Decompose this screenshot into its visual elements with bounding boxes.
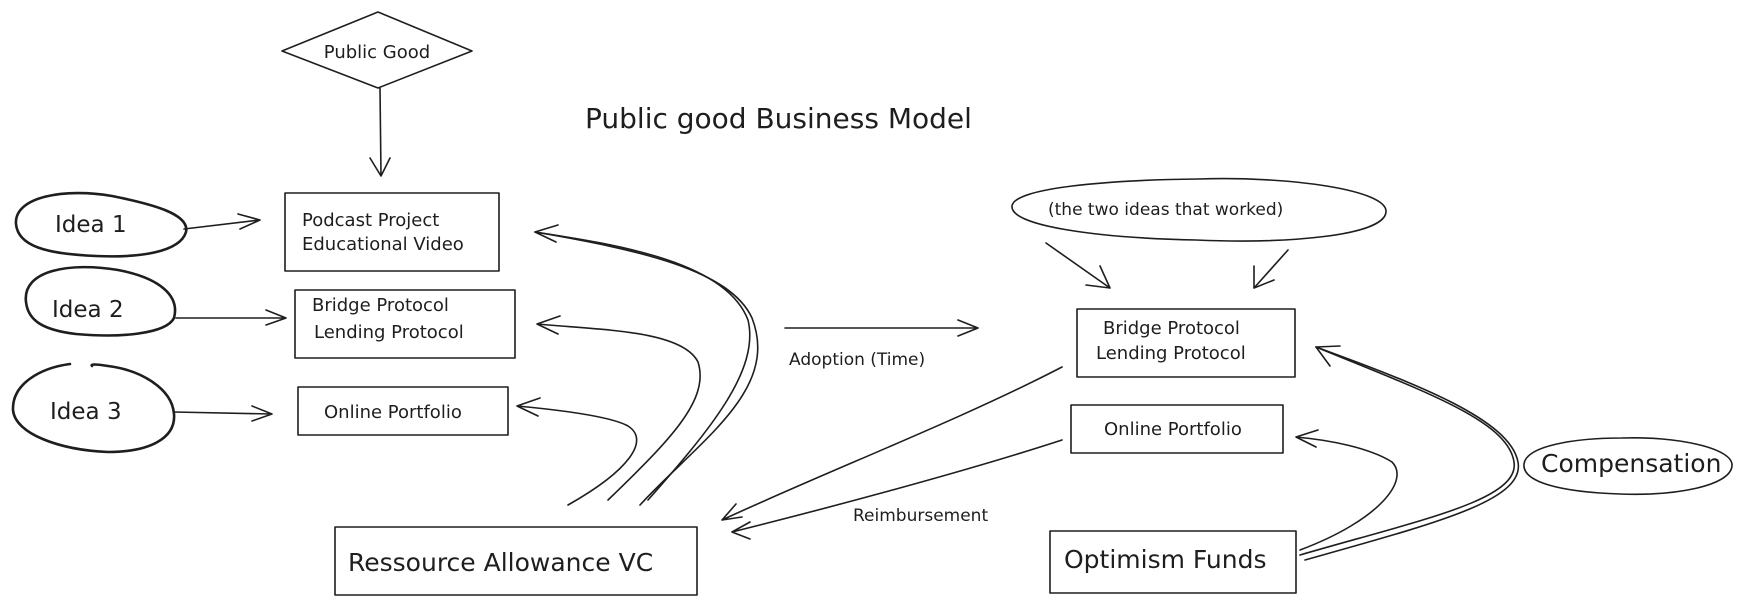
adoption-label: Adoption (Time)	[789, 350, 925, 370]
left-protocol-box: Bridge Protocol Lending Protocol	[294, 289, 516, 359]
worked-arrow-right	[1253, 249, 1289, 289]
resource-allowance-label: Ressource Allowance VC	[348, 548, 653, 577]
optimism-funds-label: Optimism Funds	[1064, 545, 1267, 574]
idea2-arrow	[175, 309, 287, 326]
left-protocol-line2: Lending Protocol	[314, 322, 464, 343]
resource-to-protocol-arrow	[536, 315, 701, 501]
reimbursement-arrow-1	[721, 366, 1063, 521]
right-protocol-line2: Lending Protocol	[1096, 343, 1246, 364]
optimism-funds-node: Optimism Funds	[1049, 530, 1297, 594]
left-portfolio-box: Online Portfolio	[297, 386, 509, 436]
idea1-label: Idea 1	[55, 212, 127, 238]
optimism-to-portfolio-arrow	[1295, 429, 1398, 551]
diagram-title: Public good Business Model	[585, 102, 972, 135]
optimism-to-protocol-arrow	[1299, 345, 1515, 556]
podcast-box: Podcast Project Educational Video	[284, 192, 500, 272]
reimbursement-arrow-2	[731, 439, 1063, 540]
podcast-line1: Podcast Project	[302, 210, 439, 231]
right-portfolio-box: Online Portfolio	[1070, 404, 1284, 454]
idea1-node: Idea 1	[14, 191, 188, 258]
public-good-arrow	[369, 87, 391, 177]
resource-to-podcast-arrow	[534, 231, 759, 506]
worked-ideas-note: (the two ideas that worked)	[1011, 177, 1387, 242]
idea2-node: Idea 2	[24, 265, 177, 337]
right-portfolio-label: Online Portfolio	[1104, 419, 1242, 440]
worked-arrow-left	[1045, 242, 1111, 289]
left-protocol-line1: Bridge Protocol	[312, 295, 449, 316]
right-protocol-box: Bridge Protocol Lending Protocol	[1076, 308, 1296, 378]
resource-to-podcast-arrow-2	[534, 224, 751, 501]
adoption-arrow	[784, 319, 979, 337]
worked-ideas-label: (the two ideas that worked)	[1048, 200, 1283, 220]
right-protocol-line1: Bridge Protocol	[1103, 318, 1240, 339]
optimism-to-protocol-arrow-2	[1304, 346, 1520, 561]
idea3-node: Idea 3	[11, 362, 176, 454]
left-portfolio-label: Online Portfolio	[324, 402, 462, 423]
resource-to-portfolio-arrow	[516, 397, 638, 506]
public-good-node: Public Good	[281, 11, 473, 89]
compensation-node: Compensation	[1523, 436, 1733, 496]
public-good-label: Public Good	[324, 42, 430, 63]
resource-allowance-node: Ressource Allowance VC	[334, 526, 698, 596]
compensation-label: Compensation	[1541, 449, 1721, 478]
idea1-arrow	[183, 213, 261, 230]
idea2-label: Idea 2	[52, 297, 124, 323]
reimbursement-label: Reimbursement	[853, 506, 988, 526]
idea3-label: Idea 3	[50, 399, 122, 425]
podcast-line2: Educational Video	[302, 234, 464, 255]
idea3-arrow	[173, 405, 273, 422]
